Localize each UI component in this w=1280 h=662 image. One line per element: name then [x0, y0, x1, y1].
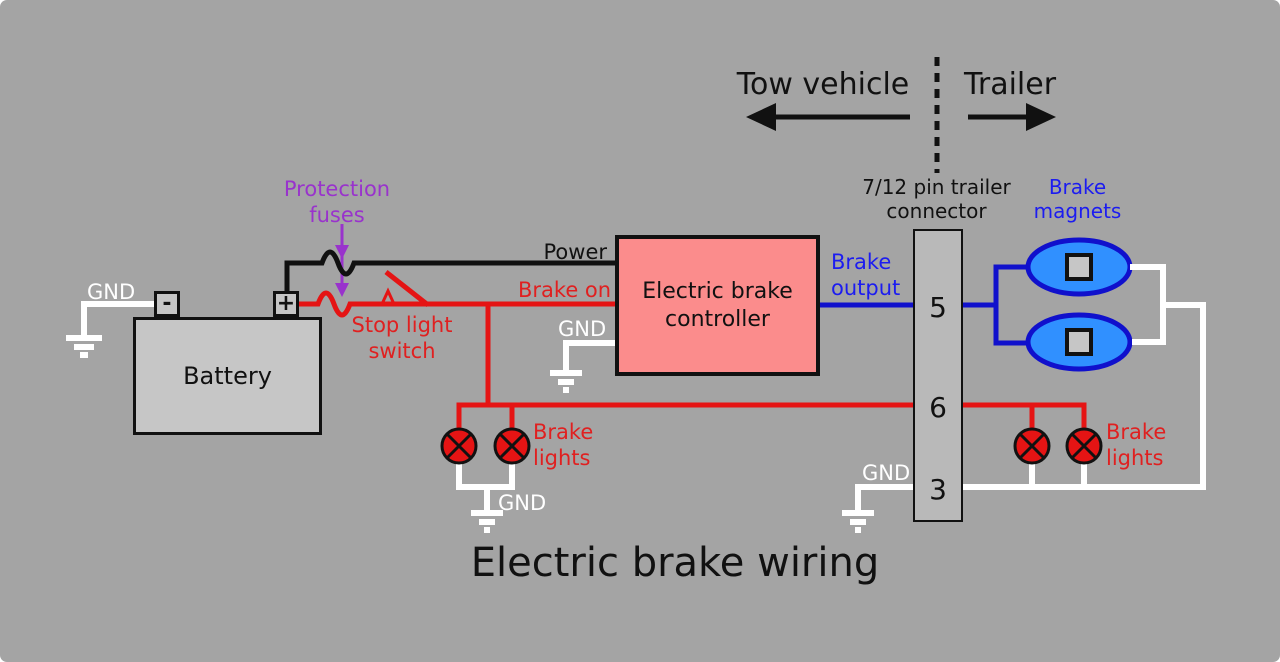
battery-label: Battery [183, 362, 272, 390]
pin6-brake-light-wire [961, 402, 1087, 430]
protection-fuses-label: Protection fuses [283, 177, 391, 227]
trailer-ground-wire [842, 264, 1206, 533]
brake-lights-label-left: Brake lights [533, 420, 594, 470]
gnd-label-brake-lights: GND [498, 491, 547, 515]
brake-controller-label: Electric brake controller [642, 279, 793, 332]
battery-ground-wire [66, 301, 157, 358]
trailer-connector-box: 5 6 3 [913, 229, 963, 522]
brake-on-label: Brake on [518, 278, 612, 302]
brake-lights-ground-wire [456, 463, 515, 533]
brake-lights-left [440, 427, 531, 465]
gnd-label-battery: GND [87, 280, 136, 304]
battery-plus-label: + [276, 291, 296, 316]
brake-output-wire [820, 264, 1030, 346]
brake-controller-box: Electric brake controller [615, 235, 820, 376]
battery-minus-label: - [162, 291, 172, 316]
gnd-label-controller: GND [558, 317, 607, 341]
connector-pin-6: 6 [929, 391, 947, 424]
protection-fuses-arrow-icon [335, 224, 349, 297]
brake-on-wire [295, 290, 916, 430]
brake-magnets [1025, 237, 1133, 372]
power-wire [284, 249, 619, 296]
stop-light-switch-icon [379, 270, 430, 307]
diagram-title: Electric brake wiring [470, 540, 880, 586]
stop-light-switch-label: Stop light switch [351, 313, 453, 363]
trailer-arrow-icon [968, 103, 1056, 131]
trailer-label: Trailer [963, 67, 1057, 102]
tow-vehicle-arrow-icon [746, 103, 910, 131]
battery-box: Battery [133, 317, 322, 435]
battery-plus-terminal: + [273, 291, 299, 317]
brake-magnets-label: Brake magnets [1033, 175, 1122, 224]
brake-lights-right [1013, 427, 1103, 465]
trailer-connector-label: 7/12 pin trailer connector [862, 175, 1011, 224]
power-label: Power [543, 240, 608, 264]
brake-output-label: Brake output [831, 250, 901, 300]
connector-pin-3: 3 [929, 473, 947, 506]
tow-vehicle-label: Tow vehicle [736, 67, 910, 102]
brake-lights-label-right: Brake lights [1106, 420, 1167, 470]
controller-ground-wire [550, 340, 616, 393]
battery-minus-terminal: - [154, 291, 180, 317]
gnd-label-pin3: GND [862, 461, 911, 485]
connector-pin-5: 5 [929, 291, 947, 324]
